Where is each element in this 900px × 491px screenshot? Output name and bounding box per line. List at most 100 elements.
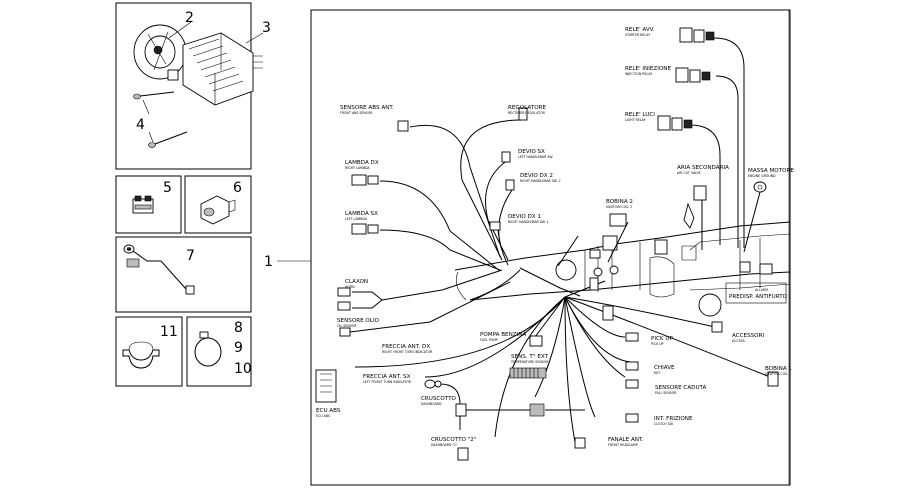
svg-text:INT. FRIZIONE: INT. FRIZIONE — [654, 416, 693, 422]
svg-text:ECU ABS: ECU ABS — [316, 408, 341, 414]
part-number-11: 11 — [160, 324, 178, 340]
label-lambda-sx: LAMBDA SX LEFT LAMBDA — [345, 211, 378, 221]
svg-text:DASHBOARD "2": DASHBOARD "2" — [431, 443, 458, 447]
svg-text:RELE' LUCI: RELE' LUCI — [625, 112, 655, 118]
label-rele-iniezione: RELE' INIEZIONE INJECTION RELAY — [625, 66, 671, 76]
svg-text:OIL SENSOR: OIL SENSOR — [337, 324, 357, 328]
panel-horn-regulator: 2 3 4 — [115, 2, 271, 170]
oil-sensor-cable-drawing — [123, 244, 195, 295]
part-number-8: 8 — [234, 320, 243, 336]
svg-text:LAMBDA DX: LAMBDA DX — [345, 160, 379, 166]
label-chiave: CHIAVE KEY — [654, 365, 675, 375]
svg-text:AIR CUT VALVE: AIR CUT VALVE — [677, 171, 701, 175]
alarm-box — [725, 282, 787, 304]
svg-text:HORN: HORN — [345, 285, 355, 289]
panel-connector-6: 6 — [184, 175, 252, 234]
label-pompa-benzina: POMPA BENZINA FUEL PUMP — [480, 332, 526, 342]
svg-text:ECU ABS: ECU ABS — [316, 414, 330, 418]
label-rele-avv: RELE' AVV. STARTER RELAY — [625, 27, 655, 37]
svg-text:CRUSCOTTO "2": CRUSCOTTO "2" — [431, 437, 477, 443]
label-sens-t-ext: SENS. T° EXT TEMPERATURE SENSOR — [510, 354, 549, 364]
label-sensore-caduta: SENSORE CADUTA FALL SENSOR — [655, 385, 707, 395]
svg-text:FANALE ANT.: FANALE ANT. — [608, 437, 644, 443]
connector-6-drawing — [200, 195, 236, 225]
connector-5-drawing — [132, 195, 154, 214]
panel-oil-sensor-cable: 7 — [115, 236, 252, 313]
label-rele-luci: RELE' LUCI LIGHT RELAY — [625, 112, 655, 122]
part-number-9: 9 — [234, 340, 243, 356]
label-pick-up: PICK UP PICK UP — [651, 336, 673, 346]
panel-clip-11: 11 — [115, 316, 183, 387]
screws-drawing — [133, 91, 188, 148]
svg-text:CHIAVE: CHIAVE — [654, 365, 675, 371]
label-predisp-antifurto: PREDISP. ANTIFURTO ALLARM — [729, 288, 788, 300]
svg-text:PREDISP. ANTIFURTO: PREDISP. ANTIFURTO — [729, 294, 788, 300]
svg-text:PICK UP: PICK UP — [651, 342, 664, 346]
svg-text:REGOLATORE: REGOLATORE — [508, 105, 547, 111]
label-devio-dx1: DEVIO DX 1 RIGHT HANDLEBAR SW. 1 — [508, 214, 549, 224]
svg-text:FRONT ABS SENSOR: FRONT ABS SENSOR — [340, 111, 373, 115]
label-lambda-dx: LAMBDA DX RIGHT LAMBDA — [345, 160, 379, 170]
frame-outline — [454, 221, 791, 301]
svg-text:DEVIO DX 1: DEVIO DX 1 — [508, 214, 541, 220]
svg-text:SENSORE CADUTA: SENSORE CADUTA — [655, 385, 707, 391]
svg-text:RIGHT LAMBDA: RIGHT LAMBDA — [345, 166, 370, 170]
label-sensore-abs-ant: SENSORE ABS ANT. FRONT ABS SENSOR — [340, 105, 394, 115]
svg-text:STARTER RELAY: STARTER RELAY — [625, 33, 650, 37]
svg-text:FRONT HEADLAMP: FRONT HEADLAMP — [608, 443, 638, 447]
svg-text:LAMBDA SX: LAMBDA SX — [345, 211, 378, 217]
part-number-10: 10 — [234, 361, 252, 377]
svg-text:IGNITION COIL 2: IGNITION COIL 2 — [606, 205, 632, 209]
label-regolatore: REGOLATORE RECTIFIER REGULATOR — [508, 105, 547, 115]
label-freccia-ant-sx: FRECCIA ANT. SX LEFT FRONT TURN INDICATO… — [363, 374, 412, 384]
label-devio-sx: DEVIO SX LEFT HANDLEBAR SW. — [518, 149, 553, 159]
svg-text:CRUSCOTTO: CRUSCOTTO — [421, 396, 456, 402]
part-number-5: 5 — [163, 180, 172, 196]
svg-text:ENGINE GROUND: ENGINE GROUND — [748, 174, 776, 178]
label-sensore-olio: SENSORE OLIO OIL SENSOR — [337, 318, 380, 328]
svg-text:CLAXON: CLAXON — [345, 279, 368, 285]
rectifier-regulator-drawing — [182, 32, 263, 106]
svg-text:LIGHT RELAY: LIGHT RELAY — [625, 118, 646, 122]
svg-text:INJECTION RELAY: INJECTION RELAY — [625, 72, 652, 76]
svg-text:LEFT HANDLEBAR SW.: LEFT HANDLEBAR SW. — [518, 155, 553, 159]
connectors — [315, 27, 779, 461]
label-fanale-ant: FANALE ANT. FRONT HEADLAMP — [608, 437, 644, 447]
label-accessori: ACCESSORI ACCESS. — [732, 333, 764, 343]
svg-text:SENSORE OLIO: SENSORE OLIO — [337, 318, 380, 324]
svg-text:ALLARM: ALLARM — [755, 288, 768, 292]
label-ecu-abs: ECU ABS ECU ABS — [316, 408, 341, 418]
svg-text:SENS. T° EXT: SENS. T° EXT — [511, 354, 549, 360]
svg-text:SENSORE ABS ANT.: SENSORE ABS ANT. — [340, 105, 394, 111]
svg-text:LEFT LAMBDA: LEFT LAMBDA — [345, 217, 368, 221]
part-number-6: 6 — [233, 180, 242, 196]
svg-text:BOBINA 2: BOBINA 2 — [606, 199, 633, 205]
svg-text:ARIA SECONDARIA: ARIA SECONDARIA — [677, 165, 729, 171]
svg-text:MASSA MOTORE: MASSA MOTORE — [748, 168, 794, 174]
svg-text:FALL SENSOR: FALL SENSOR — [655, 391, 677, 395]
svg-text:RIGHT HANDLEBAR SW. 1: RIGHT HANDLEBAR SW. 1 — [508, 220, 549, 224]
svg-text:POMPA BENZINA: POMPA BENZINA — [480, 332, 526, 338]
svg-text:RELE' AVV.: RELE' AVV. — [625, 27, 655, 33]
svg-text:FUEL PUMP: FUEL PUMP — [480, 338, 498, 342]
svg-text:FRECCIA ANT. SX: FRECCIA ANT. SX — [363, 374, 411, 380]
svg-text:LEFT FRONT TURN INDICATOR: LEFT FRONT TURN INDICATOR — [363, 380, 412, 384]
svg-text:KEY: KEY — [654, 371, 660, 375]
part-number-7: 7 — [186, 248, 195, 264]
label-freccia-ant-dx: FRECCIA ANT. DX RIGHT FRONT TURN INDICAT… — [382, 344, 433, 354]
component-labels: RELE' AVV. STARTER RELAY RELE' INIEZIONE… — [316, 27, 794, 447]
label-bobina1: BOBINA 1 IGNITION COIL 1 — [765, 366, 792, 376]
label-claxon: CLAXON HORN — [345, 279, 368, 289]
cable-tie-drawing — [194, 331, 222, 367]
svg-text:FRECCIA ANT. DX: FRECCIA ANT. DX — [382, 344, 430, 350]
label-devio-dx2: DEVIO DX 2 RIGHT HANDLEBAR SW. 2 — [520, 173, 561, 183]
part-number-2: 2 — [185, 10, 194, 26]
svg-text:RECTIFIER REGULATOR: RECTIFIER REGULATOR — [508, 111, 546, 115]
label-bobina2: BOBINA 2 IGNITION COIL 2 — [606, 199, 633, 209]
svg-text:TEMPERATURE SENSOR: TEMPERATURE SENSOR — [510, 360, 549, 364]
svg-text:DEVIO DX 2: DEVIO DX 2 — [520, 173, 553, 179]
svg-text:DEVIO SX: DEVIO SX — [518, 149, 545, 155]
part-number-1: 1 — [264, 254, 273, 270]
main-harness-panel: RELE' AVV. STARTER RELAY RELE' INIEZIONE… — [310, 9, 794, 486]
